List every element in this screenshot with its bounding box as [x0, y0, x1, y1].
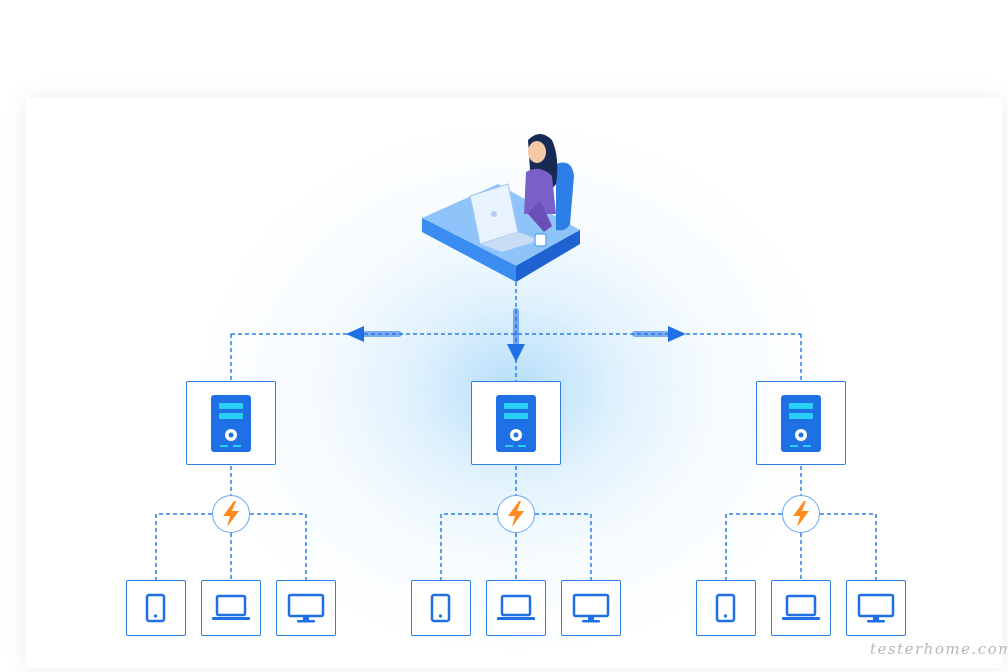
server-icon [211, 395, 251, 452]
server-node-1 [186, 381, 276, 465]
person-torso [524, 168, 556, 214]
laptop-icon [782, 594, 820, 620]
monitor-icon [857, 593, 895, 623]
server-icon [496, 395, 536, 452]
tablet-device-1 [126, 580, 186, 636]
server-node-3 [756, 381, 846, 465]
monitor-icon [287, 593, 325, 623]
arrow-tail-left [362, 331, 402, 337]
laptop-icon [212, 594, 250, 620]
arrow-tail-down [513, 308, 519, 348]
laptop-logo [491, 211, 497, 217]
arrow-left-icon [346, 326, 364, 342]
arrow-right-icon [668, 326, 686, 342]
laptop-device-2 [486, 580, 546, 636]
arrow-down-icon [507, 344, 525, 362]
desktop-device-1 [276, 580, 336, 636]
tablet-device-3 [696, 580, 756, 636]
connector-node-2 [497, 495, 535, 533]
person-arm [528, 200, 552, 232]
laptop-device-3 [771, 580, 831, 636]
laptop-base [480, 232, 540, 252]
watermark-text: testerhome.com [870, 640, 1008, 658]
monitor-icon [572, 593, 610, 623]
connector-node-3 [782, 495, 820, 533]
person-face [528, 141, 546, 163]
desk-front-left [422, 218, 516, 282]
server-node-2 [471, 381, 561, 465]
laptop-device-1 [201, 580, 261, 636]
desktop-device-3 [846, 580, 906, 636]
arrow-tail-right [632, 331, 672, 337]
chair-back [556, 162, 574, 231]
tablet-icon [715, 593, 736, 623]
server-icon [781, 395, 821, 452]
lightning-bolt-icon [223, 501, 239, 527]
desk-front-right [516, 230, 580, 282]
tablet-icon [430, 593, 451, 623]
lightning-bolt-icon [793, 501, 809, 527]
lightning-bolt-icon [508, 501, 524, 527]
connector-node-1 [212, 495, 250, 533]
laptop-icon [497, 594, 535, 620]
desktop-device-2 [561, 580, 621, 636]
tablet-icon [145, 593, 166, 623]
coffee-mug-icon [534, 233, 547, 247]
tablet-device-2 [411, 580, 471, 636]
